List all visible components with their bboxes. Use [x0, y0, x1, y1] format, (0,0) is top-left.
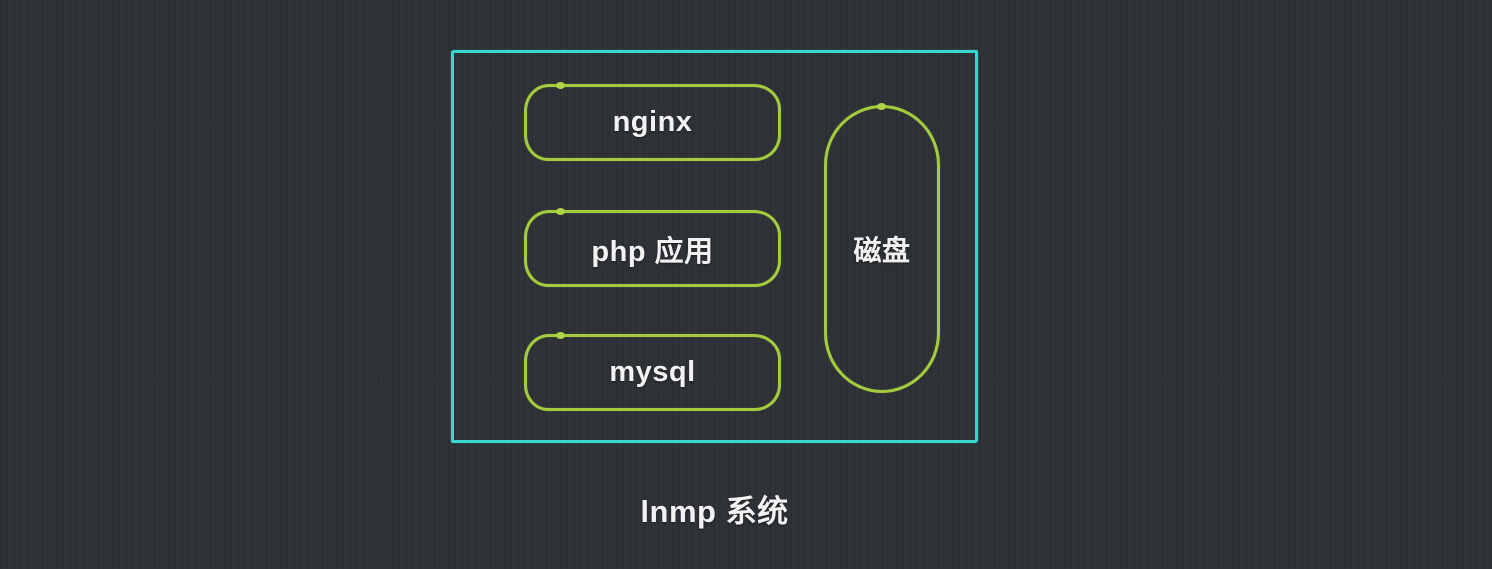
- stroke-start-dot: [556, 82, 565, 89]
- node-mysql-label: mysql: [609, 356, 696, 388]
- node-nginx: nginx: [524, 82, 781, 161]
- node-php-app-label: php 应用: [591, 235, 714, 268]
- diagram-title: lnmp 系统: [640, 494, 789, 529]
- node-disk: 磁盘: [824, 103, 940, 393]
- stroke-start-dot: [556, 332, 565, 339]
- stroke-start-dot: [556, 208, 565, 215]
- stroke-start-dot: [877, 103, 886, 110]
- node-nginx-label: nginx: [612, 106, 693, 138]
- node-php-app: php 应用: [524, 208, 781, 287]
- node-mysql: mysql: [524, 332, 781, 411]
- node-disk-label: 磁盘: [853, 235, 911, 266]
- lnmp-system-boundary: nginx php 应用 mysql 磁盘: [451, 50, 978, 443]
